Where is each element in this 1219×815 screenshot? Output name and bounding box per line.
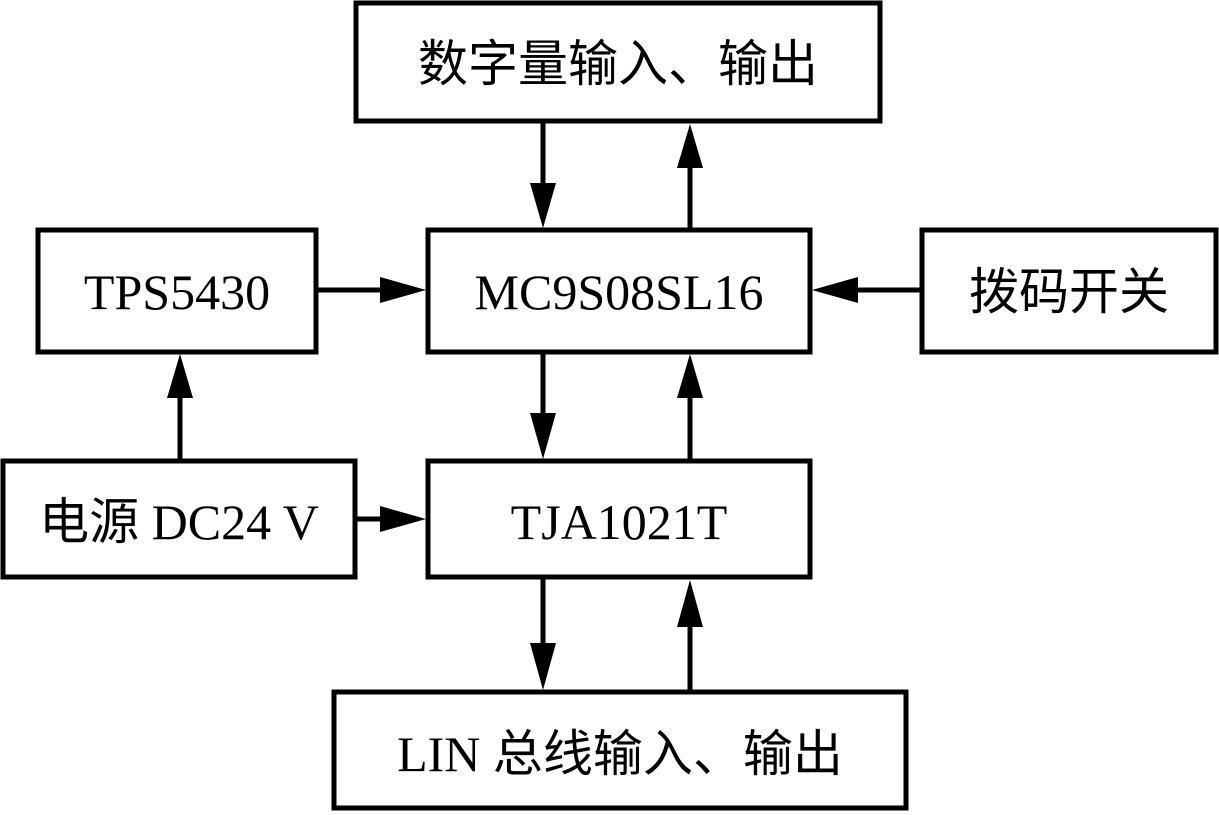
arrow-tps5430-to-mcu	[316, 277, 426, 303]
arrow-power-to-tps5430	[167, 354, 193, 461]
node-power-label: 电源 DC24 V	[39, 494, 319, 550]
arrow-mcu-to-tja1021t	[530, 352, 556, 459]
node-power: 电源 DC24 V	[0, 458, 358, 580]
node-tps5430: TPS5430	[35, 227, 319, 355]
arrow-lin-io-to-tja1021t	[677, 580, 703, 692]
node-digital-io-label: 数字量输入、输出	[418, 36, 818, 92]
arrow-tja1021t-to-mcu	[677, 354, 703, 461]
node-tps5430-label: TPS5430	[84, 264, 270, 320]
arrow-power-to-tja1021t	[355, 506, 426, 532]
node-lin-io: LIN 总线输入、输出	[331, 689, 909, 811]
arrow-tja1021t-to-lin-io	[530, 577, 556, 690]
node-dip-switch-label: 拨码开关	[969, 264, 1169, 320]
node-lin-io-label: LIN 总线输入、输出	[397, 726, 843, 782]
node-mcu-label: MC9S08SL16	[475, 264, 764, 320]
node-dip-switch: 拨码开关	[919, 227, 1219, 355]
node-digital-io: 数字量输入、输出	[353, 0, 883, 124]
arrow-digital-io-to-mcu	[530, 121, 556, 228]
node-tja1021t: TJA1021T	[425, 458, 813, 580]
node-mcu: MC9S08SL16	[425, 227, 813, 355]
arrow-mcu-to-digital-io	[677, 124, 703, 230]
node-tja1021t-label: TJA1021T	[511, 494, 728, 550]
arrow-dip-switch-to-mcu	[812, 277, 922, 303]
